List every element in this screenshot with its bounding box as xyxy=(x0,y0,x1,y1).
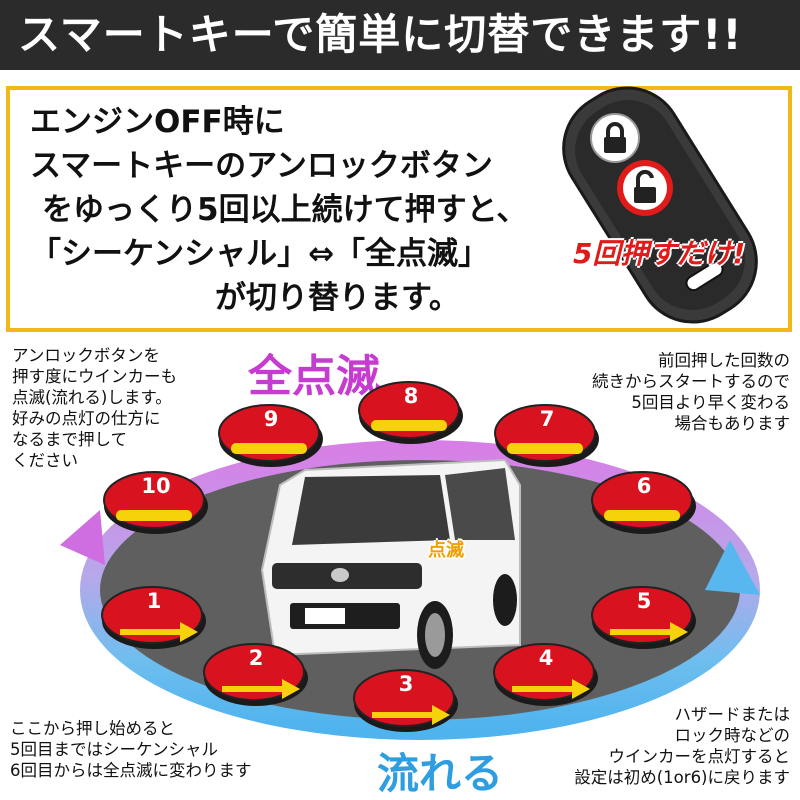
instruction-line-3: をゆっくり5回以上続けて押すと、 xyxy=(42,192,528,228)
instruction-line-2: スマートキーのアンロックボタン xyxy=(30,148,493,184)
arrow-head-right-icon xyxy=(705,540,760,595)
button-number: 6 xyxy=(636,474,652,498)
button-number: 1 xyxy=(146,589,162,613)
lock-button-icon xyxy=(590,113,640,163)
note-line: 押す度にウインカーも xyxy=(12,367,177,386)
note-bottom-right: ハザードまたは ロック時などの ウインカーを点灯すると 設定は初め(1or6)に… xyxy=(574,704,790,788)
note-bottom-left: ここから押し始めると 5回目まではシーケンシャル 6回目からは全点滅に変わります xyxy=(10,718,252,781)
press-five-badge: 5回押すだけ! xyxy=(573,237,746,270)
full-flash-label: 全点滅 xyxy=(248,351,380,402)
note-line: 続きからスタートするので xyxy=(592,372,790,391)
sequence-button: 7 xyxy=(493,403,601,469)
button-number: 8 xyxy=(403,384,419,408)
note-line: 5回目まではシーケンシャル xyxy=(10,740,219,759)
sequence-button: 3 xyxy=(352,668,460,734)
button-number: 5 xyxy=(636,589,652,613)
sequence-button: 6 xyxy=(590,470,698,536)
note-top-left: アンロックボタンを 押す度にウインカーも 点滅(流れる)します。 好みの点灯の仕… xyxy=(12,345,177,471)
button-number: 10 xyxy=(141,474,171,498)
note-line: 6回目からは全点滅に変わります xyxy=(10,761,252,780)
sequence-button: 10 xyxy=(102,470,210,536)
note-line: アンロックボタンを xyxy=(12,346,160,365)
note-line: ウインカーを点灯すると xyxy=(608,747,791,766)
sequence-button: 9 xyxy=(217,403,325,469)
button-number: 2 xyxy=(248,646,264,670)
arrow-head-left-icon xyxy=(60,510,105,565)
button-number: 7 xyxy=(539,407,555,431)
note-line: 5回目より早く変わる xyxy=(631,393,790,412)
note-top-right: 前回押した回数の 続きからスタートするので 5回目より早く変わる 場合もあります xyxy=(592,350,790,434)
instruction-line-1: エンジンOFF時に xyxy=(30,104,285,140)
button-number: 4 xyxy=(538,646,554,670)
flowing-label: 流れる xyxy=(377,749,504,798)
note-line: なるまで押して xyxy=(12,430,128,449)
flash-badge: 点滅 xyxy=(428,540,464,561)
header-title: スマートキーで簡単に切替できます!! xyxy=(18,10,743,59)
sequence-button: 5 xyxy=(590,585,698,651)
sequence-button: 8 xyxy=(357,380,465,446)
button-number: 3 xyxy=(398,672,414,696)
note-line: 場合もあります xyxy=(674,414,791,433)
sequence-button: 2 xyxy=(202,642,310,708)
note-line: 好みの点灯の仕方に xyxy=(12,409,161,428)
note-line: ここから押し始めると xyxy=(10,719,175,738)
note-line: ハザードまたは xyxy=(674,705,791,724)
car-illustration xyxy=(260,458,521,669)
note-line: ください xyxy=(12,451,78,470)
note-line: 点滅(流れる)します。 xyxy=(12,388,172,407)
instruction-line-4: 「シーケンシャル」⇔「全点滅」 xyxy=(30,236,490,272)
instruction-text: エンジンOFF時に スマートキーのアンロックボタン をゆっくり5回以上続けて押す… xyxy=(30,100,590,320)
unlock-button-icon xyxy=(617,160,673,216)
button-number: 9 xyxy=(263,407,279,431)
note-line: 前回押した回数の xyxy=(658,351,790,370)
header-banner: スマートキーで簡単に切替できます!! xyxy=(0,0,800,70)
note-line: 設定は初め(1or6)に戻ります xyxy=(574,768,790,787)
sequence-button: 1 xyxy=(100,585,208,651)
sequence-button: 4 xyxy=(492,642,600,708)
instruction-line-5: が切り替ります。 xyxy=(215,280,460,316)
note-line: ロック時などの xyxy=(674,726,791,745)
